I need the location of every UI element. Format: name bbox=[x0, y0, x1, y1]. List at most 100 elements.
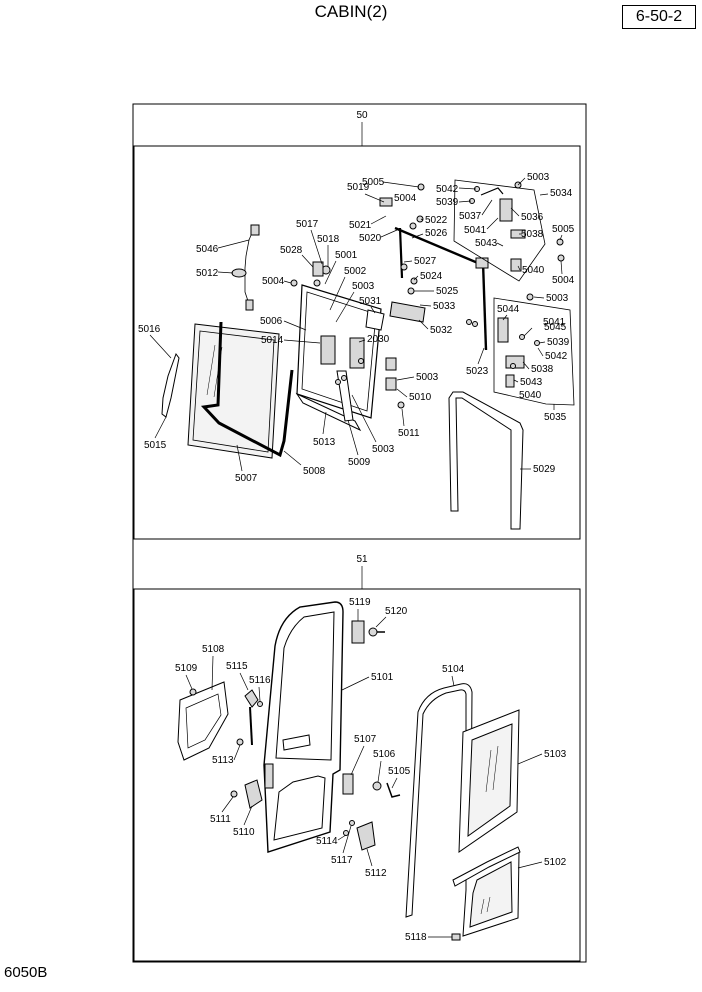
callout-5108: 5108 bbox=[202, 644, 225, 655]
callout-5004: 5004 bbox=[394, 193, 417, 204]
callout-5117: 5117 bbox=[331, 855, 353, 866]
callout-5013: 5013 bbox=[313, 437, 336, 448]
callout-5035: 5035 bbox=[544, 412, 567, 423]
callout-5044: 5044 bbox=[497, 304, 520, 315]
page-code-box: 6-50-2 bbox=[622, 5, 696, 29]
callout-5005: 5005 bbox=[362, 177, 385, 188]
callout-5033: 5033 bbox=[433, 301, 456, 312]
bracket-5031 bbox=[365, 309, 385, 331]
seal-5104 bbox=[405, 683, 473, 918]
callout-5003d: 5003 bbox=[416, 372, 439, 383]
callout-5021: 5021 bbox=[349, 220, 372, 231]
page-title: CABIN(2) bbox=[314, 2, 388, 21]
callout-5003: 5003 bbox=[527, 172, 550, 183]
callout-5018: 5018 bbox=[317, 234, 340, 245]
callout-5003b: 5003 bbox=[352, 281, 375, 292]
rod-5009 bbox=[336, 370, 354, 422]
callout-5041b: 5041 bbox=[543, 317, 566, 328]
assembly-label-50: 50 bbox=[356, 110, 368, 121]
wire-harness-5046 bbox=[244, 227, 255, 305]
lock-5014 bbox=[320, 335, 336, 365]
callout-5106: 5106 bbox=[373, 749, 396, 760]
callout-5112: 5112 bbox=[365, 868, 387, 879]
callout-2030: 2030 bbox=[367, 334, 390, 345]
upper-panel-frame bbox=[133, 145, 581, 540]
callout-5026: 5026 bbox=[425, 228, 448, 239]
callout-5043: 5043 bbox=[475, 238, 498, 249]
seal-5029 bbox=[448, 391, 524, 530]
callout-5037: 5037 bbox=[459, 211, 482, 222]
group-box-5035 bbox=[493, 297, 575, 406]
callout-5014: 5014 bbox=[261, 335, 284, 346]
callout-5007: 5007 bbox=[235, 473, 258, 484]
callout-5023: 5023 bbox=[466, 366, 489, 377]
lock-5110 bbox=[244, 779, 263, 809]
callout-5029: 5029 bbox=[533, 464, 556, 475]
rail-5013 bbox=[295, 392, 362, 432]
callout-5119: 5119 bbox=[349, 597, 371, 608]
door-frame-5006 bbox=[296, 284, 382, 419]
callout-5041: 5041 bbox=[464, 225, 487, 236]
callout-5004b: 5004 bbox=[262, 276, 285, 287]
callout-5027: 5027 bbox=[414, 256, 437, 267]
callout-5038b: 5038 bbox=[531, 364, 554, 375]
callout-5114: 5114 bbox=[316, 836, 338, 847]
lever-5023 bbox=[481, 261, 488, 351]
callout-5004c: 5004 bbox=[552, 275, 575, 286]
callout-5042b: 5042 bbox=[545, 351, 568, 362]
callout-5107: 5107 bbox=[354, 734, 377, 745]
upper-callouts: 5005 5003 5019 5042 5034 5039 5004 5037 … bbox=[138, 172, 575, 484]
callout-5003e: 5003 bbox=[372, 444, 395, 455]
callout-5016: 5016 bbox=[138, 324, 161, 335]
callout-5101: 5101 bbox=[371, 672, 394, 683]
handle-5112 bbox=[356, 821, 376, 851]
callout-5042: 5042 bbox=[436, 184, 459, 195]
lower-parts-drawing bbox=[177, 601, 521, 941]
callout-5003c: 5003 bbox=[546, 293, 569, 304]
link-rod-5026 bbox=[394, 226, 486, 268]
callout-5020: 5020 bbox=[359, 233, 382, 244]
window-glass-5007 bbox=[187, 323, 280, 459]
callout-5006: 5006 bbox=[260, 316, 283, 327]
callout-5116: 5116 bbox=[249, 675, 271, 686]
cover-5108 bbox=[177, 681, 229, 761]
callout-5115: 5115 bbox=[226, 661, 248, 672]
callout-5040: 5040 bbox=[522, 265, 545, 276]
callout-5046: 5046 bbox=[196, 244, 219, 255]
callout-5008: 5008 bbox=[303, 466, 326, 477]
assembly-label-51: 51 bbox=[356, 554, 368, 565]
callout-5032: 5032 bbox=[430, 325, 453, 336]
callout-5017: 5017 bbox=[296, 219, 319, 230]
callout-5034: 5034 bbox=[550, 188, 573, 199]
outer-frame bbox=[132, 103, 587, 963]
callout-5103: 5103 bbox=[544, 749, 567, 760]
callout-5110: 5110 bbox=[233, 827, 255, 838]
seal-5008 bbox=[200, 321, 294, 458]
callout-5011: 5011 bbox=[398, 428, 420, 439]
callout-5031: 5031 bbox=[359, 296, 382, 307]
callout-5002: 5002 bbox=[344, 266, 367, 277]
callout-5010: 5010 bbox=[409, 392, 432, 403]
callout-5043b: 5043 bbox=[520, 377, 543, 388]
callout-5038: 5038 bbox=[521, 229, 544, 240]
callout-5028: 5028 bbox=[280, 245, 303, 256]
callout-5104: 5104 bbox=[442, 664, 465, 675]
door-frame-5101 bbox=[263, 601, 344, 853]
callout-5045: 5045 bbox=[544, 322, 567, 333]
model-code: 6050B bbox=[4, 964, 48, 981]
callout-5012: 5012 bbox=[196, 268, 219, 279]
callout-5111: 5111 bbox=[210, 814, 231, 825]
callout-5039b: 5039 bbox=[547, 337, 570, 348]
callout-5036: 5036 bbox=[521, 212, 544, 223]
callout-5024: 5024 bbox=[420, 271, 443, 282]
callout-5009: 5009 bbox=[348, 457, 371, 468]
callout-5022: 5022 bbox=[425, 215, 448, 226]
callout-5001: 5001 bbox=[335, 250, 358, 261]
hinge-5032 bbox=[389, 301, 426, 323]
callout-5120: 5120 bbox=[385, 606, 408, 617]
callout-5015: 5015 bbox=[144, 440, 167, 451]
callout-5025: 5025 bbox=[436, 286, 459, 297]
callout-5118: 5118 bbox=[405, 932, 427, 943]
lower-panel-frame bbox=[133, 588, 581, 962]
